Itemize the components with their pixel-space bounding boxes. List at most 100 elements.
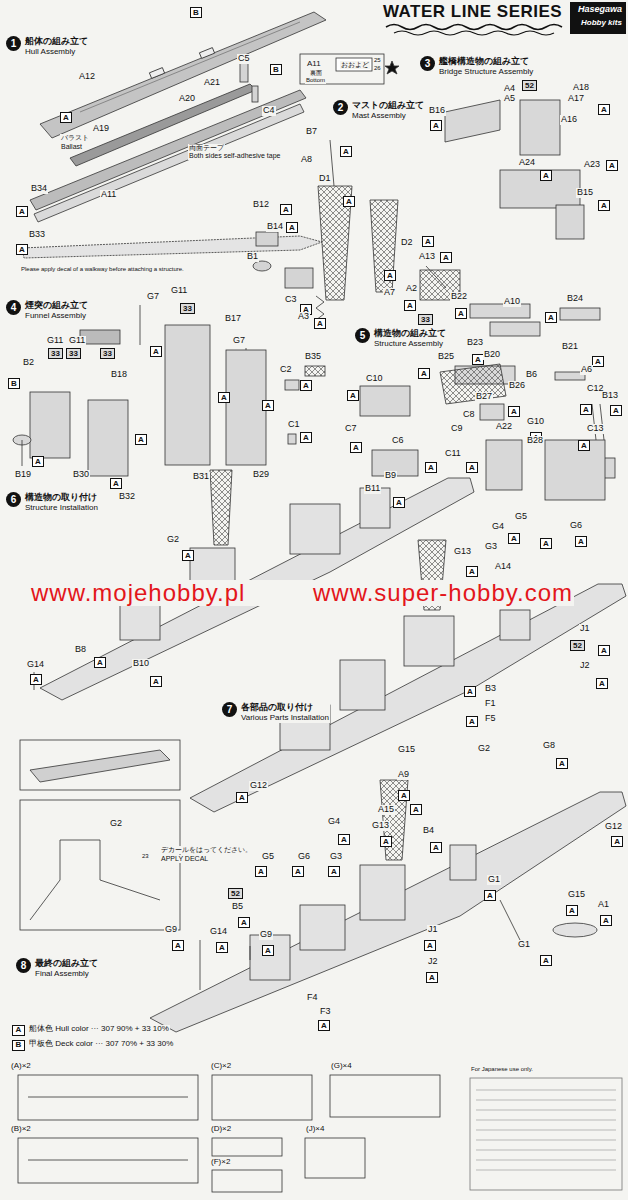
color-callout: A <box>262 945 274 956</box>
color-callout: A <box>218 392 230 403</box>
callout-mark: A <box>265 946 271 955</box>
color-callout: A <box>540 538 552 549</box>
part-number: C13 <box>586 424 605 434</box>
color-callout: A <box>150 346 162 357</box>
callout-mark: A <box>433 121 439 130</box>
step-title-en: Various Parts Installation <box>241 713 329 723</box>
callout-mark: A <box>265 401 271 410</box>
callout-mark: A <box>239 793 245 802</box>
note-text: (D)×2 <box>210 1125 232 1134</box>
callout-mark: 33 <box>103 349 112 358</box>
step-title-ja: 各部品の取り付け <box>241 702 329 713</box>
color-callout: A <box>596 678 608 689</box>
color-callout: 33 <box>180 303 195 314</box>
step-number: 8 <box>16 958 31 973</box>
part-number: A12 <box>78 72 96 82</box>
callout-mark: A <box>19 245 25 254</box>
step-title-en: Final Assembly <box>35 969 98 979</box>
callout-mark: 52 <box>573 641 582 650</box>
color-callout: A <box>340 146 352 157</box>
callout-mark: A <box>241 918 247 927</box>
callout-mark: A <box>601 646 607 655</box>
color-callout: A <box>292 866 304 877</box>
note-text: (G)×4 <box>330 1062 353 1071</box>
callout-mark: A <box>33 675 39 684</box>
part-number: B22 <box>450 292 468 302</box>
part-number: J1 <box>579 624 591 634</box>
color-callout: B <box>8 378 20 389</box>
step-title: 船体の組み立てHull Assembly <box>24 36 89 57</box>
legend-row: 甲板色 Deck color ··· 307 70% + 33 30% <box>28 1040 174 1049</box>
color-callout: A <box>398 790 410 801</box>
step-title: 各部品の取り付けVarious Parts Installation <box>240 702 330 723</box>
part-number: B3 <box>484 684 497 694</box>
callout-mark: A <box>289 223 295 232</box>
step-title-ja: 構造物の組み立て <box>374 328 446 339</box>
color-callout: A <box>430 842 442 853</box>
part-number: A15 <box>377 805 395 815</box>
callout-mark: A <box>153 677 159 686</box>
callout-mark: A <box>603 916 609 925</box>
part-number: C9 <box>450 424 464 434</box>
callout-mark: A <box>97 658 103 667</box>
color-callout: A <box>540 955 552 966</box>
callout-mark: A <box>548 313 554 322</box>
color-callout: A <box>606 160 618 171</box>
color-callout: A <box>578 440 590 451</box>
callout-mark: A <box>427 941 433 950</box>
legend-text: 船体色 Hull color ··· 307 90% + 33 10% <box>29 1024 169 1033</box>
color-callout: A <box>410 804 422 815</box>
step-title-en: Mast Assembly <box>352 111 424 121</box>
part-number: G7 <box>232 336 246 346</box>
color-callout: B <box>270 64 282 75</box>
note-text: 23 <box>141 853 150 860</box>
note-text: 両面テープ <box>188 144 225 152</box>
callout-mark: A <box>609 161 615 170</box>
part-number: B28 <box>526 436 544 446</box>
color-callout: A <box>338 834 350 845</box>
color-callout: A <box>598 200 610 211</box>
part-number: G15 <box>397 745 416 755</box>
part-number: J1 <box>427 925 439 935</box>
callout-mark: 33 <box>69 349 78 358</box>
color-callout: 33 <box>418 314 433 325</box>
part-number: G9 <box>259 930 273 940</box>
callout-mark: A <box>511 407 517 416</box>
callout-mark: A <box>469 717 475 726</box>
part-number: A9 <box>397 770 410 780</box>
color-callout: A <box>350 442 362 453</box>
callout-mark: A <box>543 539 549 548</box>
step-heading: 6構造物の取り付けStructure Installation <box>6 492 99 513</box>
part-number: G10 <box>526 417 545 427</box>
part-number: B5 <box>231 902 244 912</box>
callout-mark: B <box>193 8 199 17</box>
callout-mark: A <box>458 309 464 318</box>
part-number: B27 <box>475 392 493 402</box>
step-number: 7 <box>222 702 237 717</box>
callout-mark: A <box>428 463 434 472</box>
part-number: G14 <box>209 927 228 937</box>
color-callout: A <box>575 536 587 547</box>
part-number: G13 <box>371 821 390 831</box>
color-callout: A <box>150 676 162 687</box>
logo-text: Hobby kits <box>580 19 623 28</box>
part-number: G3 <box>484 542 498 552</box>
callout-mark: A <box>487 891 493 900</box>
part-number: C3 <box>284 295 298 305</box>
part-number: A23 <box>583 160 601 170</box>
parts-runners <box>18 1075 622 1192</box>
callout-mark: A <box>303 381 309 390</box>
note-text: デカールをはってください。 <box>160 846 253 854</box>
callout-mark: A <box>283 205 289 214</box>
color-callout: 33 <box>48 348 63 359</box>
callout-mark: A <box>295 867 301 876</box>
part-number: G8 <box>542 741 556 751</box>
part-number: G1 <box>517 940 531 950</box>
part-number: B9 <box>384 471 397 481</box>
part-number: C4 <box>262 106 276 116</box>
callout-mark: A <box>138 435 144 444</box>
part-number: A21 <box>203 78 221 88</box>
color-callout: A <box>440 252 452 263</box>
color-callout: A <box>430 120 442 131</box>
part-number: G4 <box>327 817 341 827</box>
